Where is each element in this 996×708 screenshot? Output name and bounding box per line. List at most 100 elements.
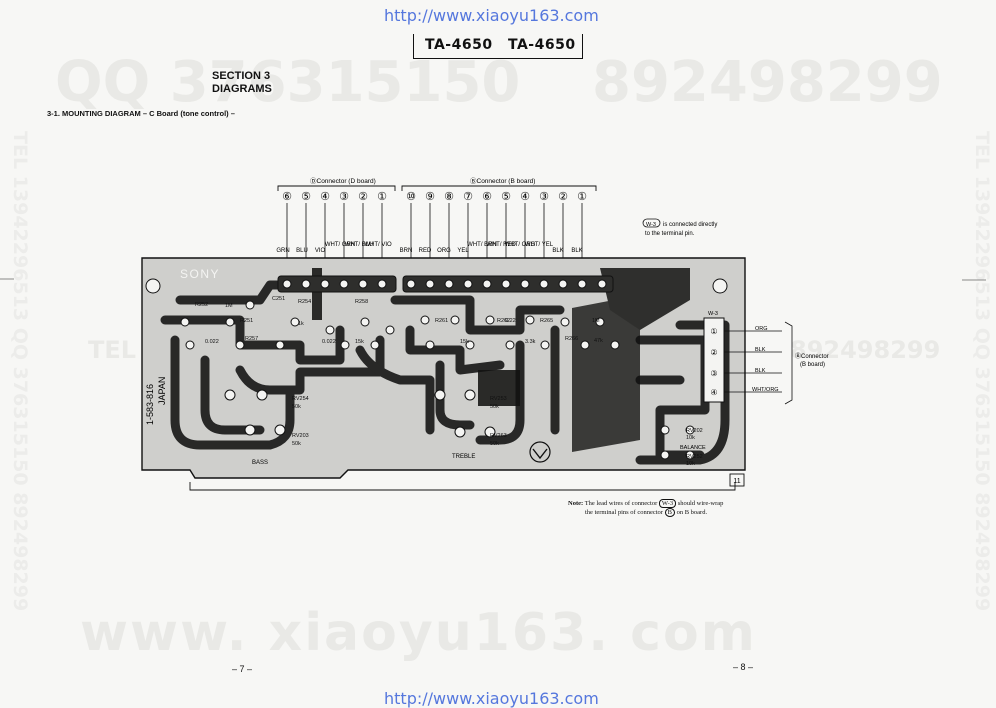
- sony-logo-mark: [529, 441, 551, 463]
- treble-label: TREBLE: [452, 454, 475, 460]
- bottom-note-text4: on B board.: [676, 509, 708, 516]
- board-part-number: 1-583-816: [145, 384, 155, 425]
- w3-pin-1: ①: [710, 327, 717, 336]
- b-pin-3: ③: [539, 191, 549, 203]
- model-name-right: TA-4650: [508, 37, 576, 53]
- bottom-note-text1: The lead wires of connector: [584, 500, 658, 507]
- svg-text:0.022: 0.022: [205, 339, 219, 345]
- w3-label: W-3: [708, 311, 718, 317]
- bottom-note-text2: should wire-wrap: [677, 500, 724, 507]
- right-wire-org: ORG: [755, 326, 768, 332]
- header-url[interactable]: http://www.xiaoyu163.com: [384, 6, 599, 25]
- b-pin-2: ②: [558, 191, 568, 203]
- svg-text:R254: R254: [298, 299, 311, 305]
- b-wire-org: ORG: [437, 248, 451, 254]
- watermark-qq-right: 892498299: [592, 50, 943, 115]
- d-pin-4: ④: [320, 191, 330, 203]
- ground-plane-1: [572, 295, 640, 452]
- b-wire-blk-2: BLK: [571, 248, 582, 254]
- b-connector-label: ⒷConnector (B board): [470, 177, 535, 185]
- title-box: [413, 34, 583, 59]
- svg-text:50k: 50k: [292, 441, 301, 447]
- d-wire-wht-blu: WHT/ BLU: [345, 242, 374, 248]
- bottom-note-label: Note:: [568, 500, 584, 507]
- component-labels: R252 R251 C251 R254 R258 R261 R262 R265 …: [195, 296, 703, 467]
- svg-text:R266: R266: [565, 336, 578, 342]
- svg-text:50k: 50k: [490, 404, 499, 410]
- b-pin-9: ⑨: [425, 191, 435, 203]
- board-origin: JAPAN: [157, 377, 167, 405]
- d-wire-grn: GRN: [276, 248, 289, 254]
- svg-text:3.3k: 3.3k: [525, 339, 536, 345]
- d-pin-3: ③: [339, 191, 349, 203]
- svg-text:15k: 15k: [355, 339, 364, 345]
- d-wire-vio: VIO: [315, 248, 326, 254]
- svg-text:15k: 15k: [460, 339, 469, 345]
- d-pin-1: ①: [377, 191, 387, 203]
- svg-text:1M: 1M: [225, 303, 233, 309]
- ground-plane-2: [600, 268, 690, 330]
- d-pin-5: ⑤: [301, 191, 311, 203]
- footer-url[interactable]: http://www.xiaoyu163.com: [384, 689, 599, 708]
- model-name-left: TA-4650: [425, 37, 493, 53]
- ground-plane-3: [478, 370, 520, 406]
- svg-text:50k: 50k: [292, 404, 301, 410]
- board-number: 11: [733, 478, 740, 485]
- d-pin-2: ②: [358, 191, 368, 203]
- right-connector-line2: (B board): [800, 362, 825, 368]
- svg-text:R257: R257: [245, 336, 258, 342]
- d-wire-wht-vio: WHT/ VIO: [364, 242, 392, 248]
- d-connector-bracket: [277, 185, 396, 191]
- bottom-note-line1: Note: The lead wires of connector W-3 sh…: [568, 499, 723, 508]
- svg-text:RV254: RV254: [292, 396, 309, 402]
- page-number-left: – 7 –: [232, 664, 253, 674]
- section-number: SECTION 3: [212, 70, 271, 82]
- wrap-note-line1: is connected directly: [663, 222, 717, 228]
- d-connector-label: ⒹConnector (D board): [310, 177, 376, 185]
- svg-text:47k: 47k: [594, 338, 603, 344]
- svg-text:R258: R258: [355, 299, 368, 305]
- b-wire-wht-org: WHT/ ORG: [505, 242, 536, 248]
- b-wire-blk-1: BLK: [552, 248, 563, 254]
- svg-text:RV253: RV253: [490, 396, 507, 402]
- balance-label: BALANCE: [680, 445, 706, 451]
- bottom-note-text3: the terminal pins of connector: [585, 509, 663, 516]
- watermark-qq-mid: 892498299: [790, 336, 941, 364]
- svg-text:0.022: 0.022: [322, 339, 336, 345]
- svg-text:1k: 1k: [298, 321, 304, 327]
- b-wire-brn: BRN: [400, 248, 413, 254]
- watermark-site: www. xiaoyu163. com: [80, 603, 757, 663]
- right-wire-blk-2: BLK: [755, 368, 766, 374]
- wrap-note-pin: W-3: [646, 222, 656, 228]
- b-wire-yel: YEL: [457, 248, 469, 254]
- b-wire-red: RED: [419, 248, 432, 254]
- svg-text:C251: C251: [272, 296, 285, 302]
- b-connector-bracket: [401, 185, 597, 191]
- d-pin-6: ⑥: [282, 191, 292, 203]
- b-pin-4: ④: [520, 191, 530, 203]
- w3-pin-4: ④: [710, 388, 717, 397]
- b-wire-wht-brn: WHT/ BRN: [467, 242, 497, 248]
- board-bottom-bracket: [189, 482, 736, 491]
- b-pin-7: ⑦: [463, 191, 473, 203]
- mount-hole-right: [712, 278, 728, 294]
- right-wire-blk-1: BLK: [755, 347, 766, 353]
- b-pin-10: ⑩: [406, 191, 416, 203]
- d-wire-blu: BLU: [296, 248, 308, 254]
- bass-label: BASS: [252, 460, 268, 466]
- svg-text:10k: 10k: [686, 435, 695, 441]
- svg-text:10k: 10k: [686, 461, 695, 467]
- wrap-note-line2: to the terminal pin.: [645, 231, 695, 237]
- svg-text:1M: 1M: [592, 318, 600, 324]
- bottom-note-conn: B: [664, 508, 675, 517]
- watermark-qq-left: QQ 376315150: [55, 50, 521, 115]
- svg-text:0.22: 0.22: [505, 318, 516, 324]
- board-number-box: [729, 473, 745, 487]
- b-wire-wht-red: WHT/ RED: [486, 242, 516, 248]
- board-brand: SONY: [180, 267, 220, 281]
- b-pin-8: ⑧: [444, 191, 454, 203]
- svg-text:R252: R252: [195, 302, 208, 308]
- b-pin-6: ⑥: [482, 191, 492, 203]
- b-pin-5: ⑤: [501, 191, 511, 203]
